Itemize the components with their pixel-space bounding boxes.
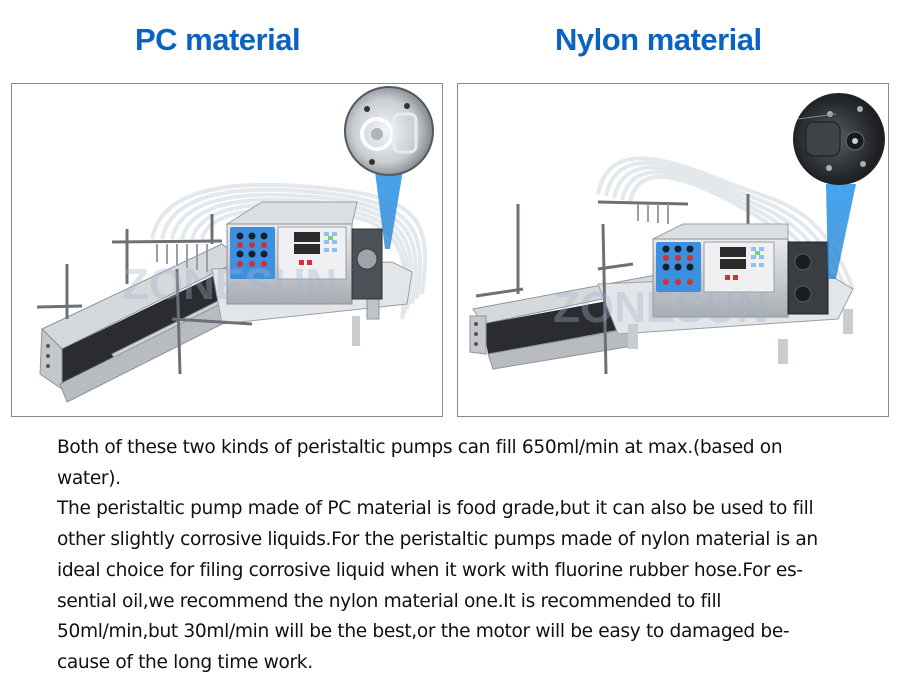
nylon-machine-illustration: ZONESUN (469, 93, 885, 375)
nozzle-holders (36, 214, 253, 375)
description-line: The peristaltic pump made of PC material… (57, 498, 814, 520)
filling-nozzles (156, 244, 208, 272)
nylon-pump-head-inset (793, 93, 885, 185)
heading-nylon-material: Nylon material (555, 22, 762, 57)
pump-housing (225, 201, 383, 305)
nylon-pump-machine-image: ZONESUN (457, 83, 889, 417)
description-line: water). (57, 467, 121, 489)
pc-pump-machine-image: ZONESUN (11, 83, 443, 417)
filling-nozzles (637, 204, 669, 224)
description-line: other slightly corrosive liquids.For the… (57, 529, 818, 551)
description-line: Both of these two kinds of peristaltic p… (57, 437, 783, 458)
nozzle-holders (475, 194, 750, 375)
description-line: 50ml/min,but 30ml/min will be the best,o… (57, 621, 790, 643)
description-line: cause of the long time work. (57, 651, 313, 673)
pc-machine-illustration: ZONESUN (36, 86, 434, 403)
description-line: ideal choice for filing corrosive liquid… (57, 559, 803, 581)
zonesun-watermark: ZONESUN (122, 260, 337, 309)
pc-pump-head-inset (344, 86, 434, 176)
description-line: sential oil,we recommend the nylon mater… (57, 590, 722, 612)
zonesun-watermark: ZONESUN (553, 283, 768, 332)
description-paragraph: Both of these two kinds of peristaltic p… (57, 433, 847, 679)
magnify-beam (826, 184, 856, 279)
conveyor-belt (39, 243, 253, 403)
heading-pc-material: PC material (135, 22, 301, 57)
pump-housing (652, 223, 829, 318)
magnify-beam (374, 164, 404, 249)
